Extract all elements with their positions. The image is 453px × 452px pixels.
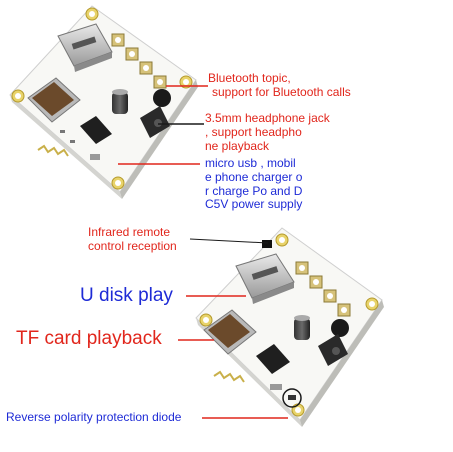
usb-power-label-line4: C5V power supply [205,197,303,212]
bluetooth-label-line2: support for Bluetooth calls [212,84,351,99]
tfcard-label: TF card playback [16,328,162,349]
infrared-label: Infrared remote control reception [88,225,177,254]
headphone-label-line2: , support headpho [205,124,302,139]
headphone-label-line3: ne playback [205,138,270,153]
udisk-label: U disk play [80,285,173,306]
top-board-photo [9,5,198,199]
headphone-label: 3.5mm headphone jack , support headpho n… [205,111,330,153]
usb-power-label-line2: e phone charger o [205,169,303,184]
bluetooth-label: Bluetooth topic, support for Bluetooth c… [208,71,351,100]
usb-power-label-line1: micro usb , mobil [205,156,296,170]
diode-label: Reverse polarity protection diode [6,410,182,424]
bluetooth-label-line1: Bluetooth topic, [208,71,291,85]
usb-power-label-line3: r charge Po and D [205,183,303,198]
bottom-board-photo [195,227,384,427]
annotation-pointers [118,85,288,419]
infrared-label-line2: control reception [88,238,177,253]
usb-power-label: micro usb , mobil e phone charger o r ch… [205,156,303,212]
headphone-label-line1: 3.5mm headphone jack [205,111,330,125]
infrared-label-line1: Infrared remote [88,225,171,239]
